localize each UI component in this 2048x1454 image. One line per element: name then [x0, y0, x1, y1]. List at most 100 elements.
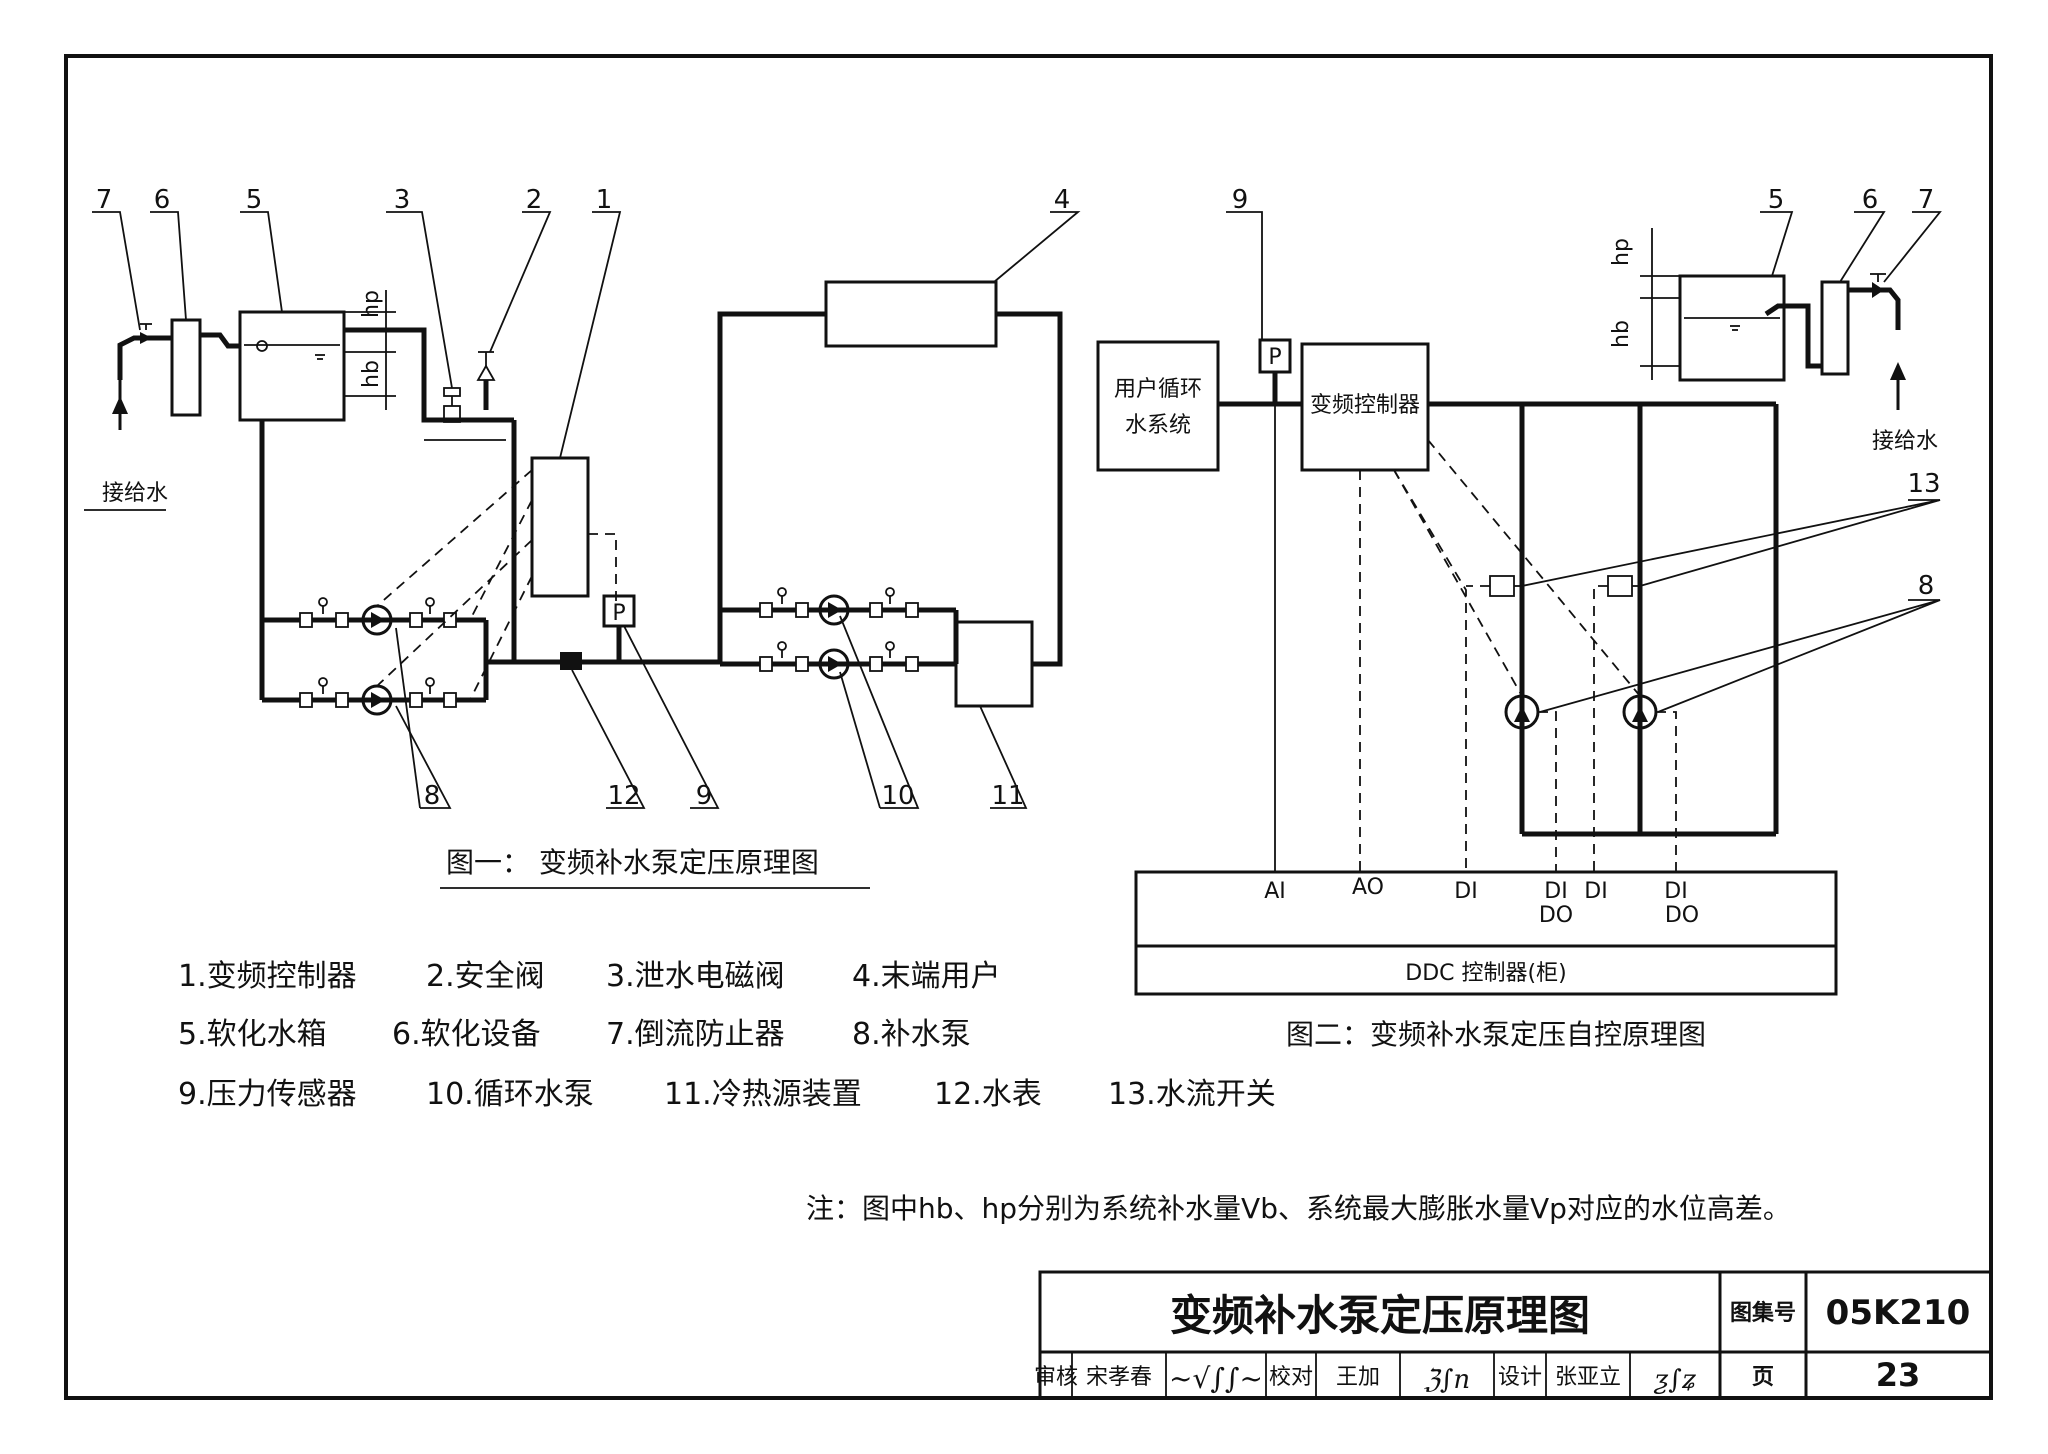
- svg-text:2.安全阀: 2.安全阀: [426, 959, 545, 994]
- vfd-controller-box: [530, 456, 590, 598]
- svg-text:5: 5: [1768, 185, 1785, 215]
- softener-device: [170, 318, 202, 417]
- svg-text:8: 8: [424, 781, 441, 811]
- svg-text:变频控制器: 变频控制器: [1310, 393, 1420, 418]
- fig1-hp-label: hp: [359, 290, 384, 318]
- sheet-border: [64, 54, 1993, 1400]
- softened-water-tank: [238, 310, 346, 422]
- svg-text:11: 11: [991, 781, 1024, 811]
- svg-text:5.软化水箱: 5.软化水箱: [178, 1017, 327, 1052]
- backflow-preventer-icon: [140, 332, 152, 344]
- svg-text:9: 9: [696, 781, 713, 811]
- svg-text:8.补水泵: 8.补水泵: [852, 1017, 971, 1052]
- svg-text:审核: 审核: [1034, 1365, 1078, 1390]
- float-valve-icon: [256, 340, 268, 352]
- fig2-caption: 图二：变频补水泵定压自控原理图: [1286, 1018, 1706, 1051]
- svg-text:11.冷热源装置: 11.冷热源装置: [664, 1077, 862, 1112]
- fig2-backflow-preventer-icon: [1872, 282, 1884, 298]
- heat-cold-source-box: [954, 620, 1034, 708]
- fig2-level-dimensions: hp hb: [1609, 228, 1680, 380]
- checker-signature: ℨ∫n: [1424, 1365, 1470, 1395]
- circulation-pump-2-icon: [818, 648, 850, 680]
- svg-text:设计: 设计: [1498, 1365, 1542, 1390]
- svg-text:10: 10: [881, 781, 914, 811]
- fig1-callouts: 7 6 5 3 2 1 4 8 12 9 10 11: [92, 185, 1081, 811]
- svg-text:6.软化设备: 6.软化设备: [392, 1017, 541, 1052]
- svg-text:DI: DI: [1584, 879, 1607, 904]
- svg-text:DI: DI: [1454, 879, 1477, 904]
- svg-text:P: P: [612, 601, 625, 626]
- svg-text:AI: AI: [1264, 879, 1286, 904]
- figure-2: 用户循环 水系统 P 变频控制器: [1096, 185, 1942, 1051]
- svg-text:4: 4: [1054, 185, 1071, 215]
- svg-text:hb: hb: [1609, 320, 1634, 348]
- fig2-softened-water-tank: [1678, 274, 1786, 382]
- svg-text:3: 3: [394, 185, 411, 215]
- atlas-number: 05K210: [1826, 1293, 1971, 1333]
- drawing-title: 变频补水泵定压原理图: [1170, 1291, 1590, 1340]
- svg-text:13.水流开关: 13.水流开关: [1108, 1077, 1276, 1112]
- fig1-hb-label: hb: [359, 360, 384, 388]
- svg-text:9.压力传感器: 9.压力传感器: [178, 1077, 357, 1112]
- svg-text:hp: hp: [1609, 238, 1634, 266]
- svg-text:4.末端用户: 4.末端用户: [852, 959, 1001, 994]
- fig2-supply-label: 接给水: [1872, 429, 1938, 454]
- designer-signature: ƺ∫ʑ: [1654, 1365, 1697, 1395]
- figure-1: 接给水 hp hb: [84, 185, 1081, 889]
- fig1-caption: 图一： 变频补水泵定压原理图: [446, 846, 819, 879]
- svg-text:图集号: 图集号: [1730, 1300, 1796, 1326]
- svg-text:3.泄水电磁阀: 3.泄水电磁阀: [606, 959, 785, 994]
- svg-text:7: 7: [96, 185, 113, 215]
- svg-text:7.倒流防止器: 7.倒流防止器: [606, 1017, 785, 1052]
- circulation-pump-1-icon: [818, 594, 850, 626]
- user-circulation-system-box: [1096, 340, 1220, 472]
- page-number: 23: [1876, 1356, 1921, 1394]
- title-block: 变频补水泵定压原理图 图集号 05K210 页 23 审核 宋孝春 ~√∫∫~ …: [1034, 1270, 1993, 1400]
- svg-text:1.变频控制器: 1.变频控制器: [178, 959, 357, 994]
- svg-text:P: P: [1268, 345, 1281, 370]
- ddc-label: DDC 控制器(柜): [1405, 961, 1566, 986]
- svg-text:13: 13: [1907, 469, 1940, 499]
- flow-switch-2: [1607, 575, 1633, 597]
- svg-text:6: 6: [154, 185, 171, 215]
- legend: 1.变频控制器 2.安全阀 3.泄水电磁阀 4.末端用户 5.软化水箱 6.软化…: [178, 959, 1276, 1112]
- svg-text:5: 5: [246, 185, 263, 215]
- svg-text:12: 12: [607, 781, 640, 811]
- svg-text:王加: 王加: [1336, 1365, 1380, 1390]
- svg-text:DO: DO: [1665, 903, 1699, 928]
- svg-text:校对: 校对: [1269, 1365, 1313, 1390]
- svg-text:DI: DI: [1544, 879, 1567, 904]
- svg-text:2: 2: [526, 185, 543, 215]
- reviewer-signature: ~√∫∫~: [1169, 1362, 1263, 1395]
- svg-text:张亚立: 张亚立: [1555, 1365, 1621, 1390]
- svg-text:1: 1: [596, 185, 613, 215]
- end-user-box: [824, 280, 998, 348]
- fig2-callouts: 9 5 6 7 13 8: [1226, 185, 1942, 713]
- svg-text:10.循环水泵: 10.循环水泵: [426, 1077, 594, 1112]
- water-meter: [560, 652, 582, 670]
- fig1-supply-label: 接给水: [102, 481, 168, 506]
- fig1-pressure-sensor: P: [602, 594, 636, 662]
- svg-text:7: 7: [1918, 185, 1935, 215]
- fig2-softener-device: [1820, 280, 1850, 376]
- ddc-controller-cabinet: [1134, 870, 1838, 996]
- flow-switch-1: [1489, 575, 1515, 597]
- svg-text:用户循环: 用户循环: [1114, 377, 1202, 402]
- fig2-vfd-controller: [1300, 342, 1430, 472]
- svg-text:12.水表: 12.水表: [934, 1077, 1042, 1112]
- svg-text:宋孝春: 宋孝春: [1086, 1365, 1152, 1390]
- fig1-level-dimensions: hp hb: [344, 290, 396, 410]
- svg-text:DO: DO: [1539, 903, 1573, 928]
- svg-text:水系统: 水系统: [1125, 413, 1191, 438]
- circulation-pump-group: [720, 587, 959, 680]
- fig1-supply: 接给水: [84, 323, 172, 511]
- svg-text:DI: DI: [1664, 879, 1687, 904]
- svg-text:8: 8: [1918, 571, 1935, 601]
- svg-text:6: 6: [1862, 185, 1879, 215]
- svg-text:AO: AO: [1352, 875, 1384, 900]
- note: 注：图中hb、hp分别为系统补水量Vb、系统最大膨胀水量Vp对应的水位高差。: [806, 1192, 1791, 1225]
- safety-valve: [476, 351, 496, 410]
- svg-text:页: 页: [1752, 1365, 1774, 1390]
- svg-text:9: 9: [1232, 185, 1249, 215]
